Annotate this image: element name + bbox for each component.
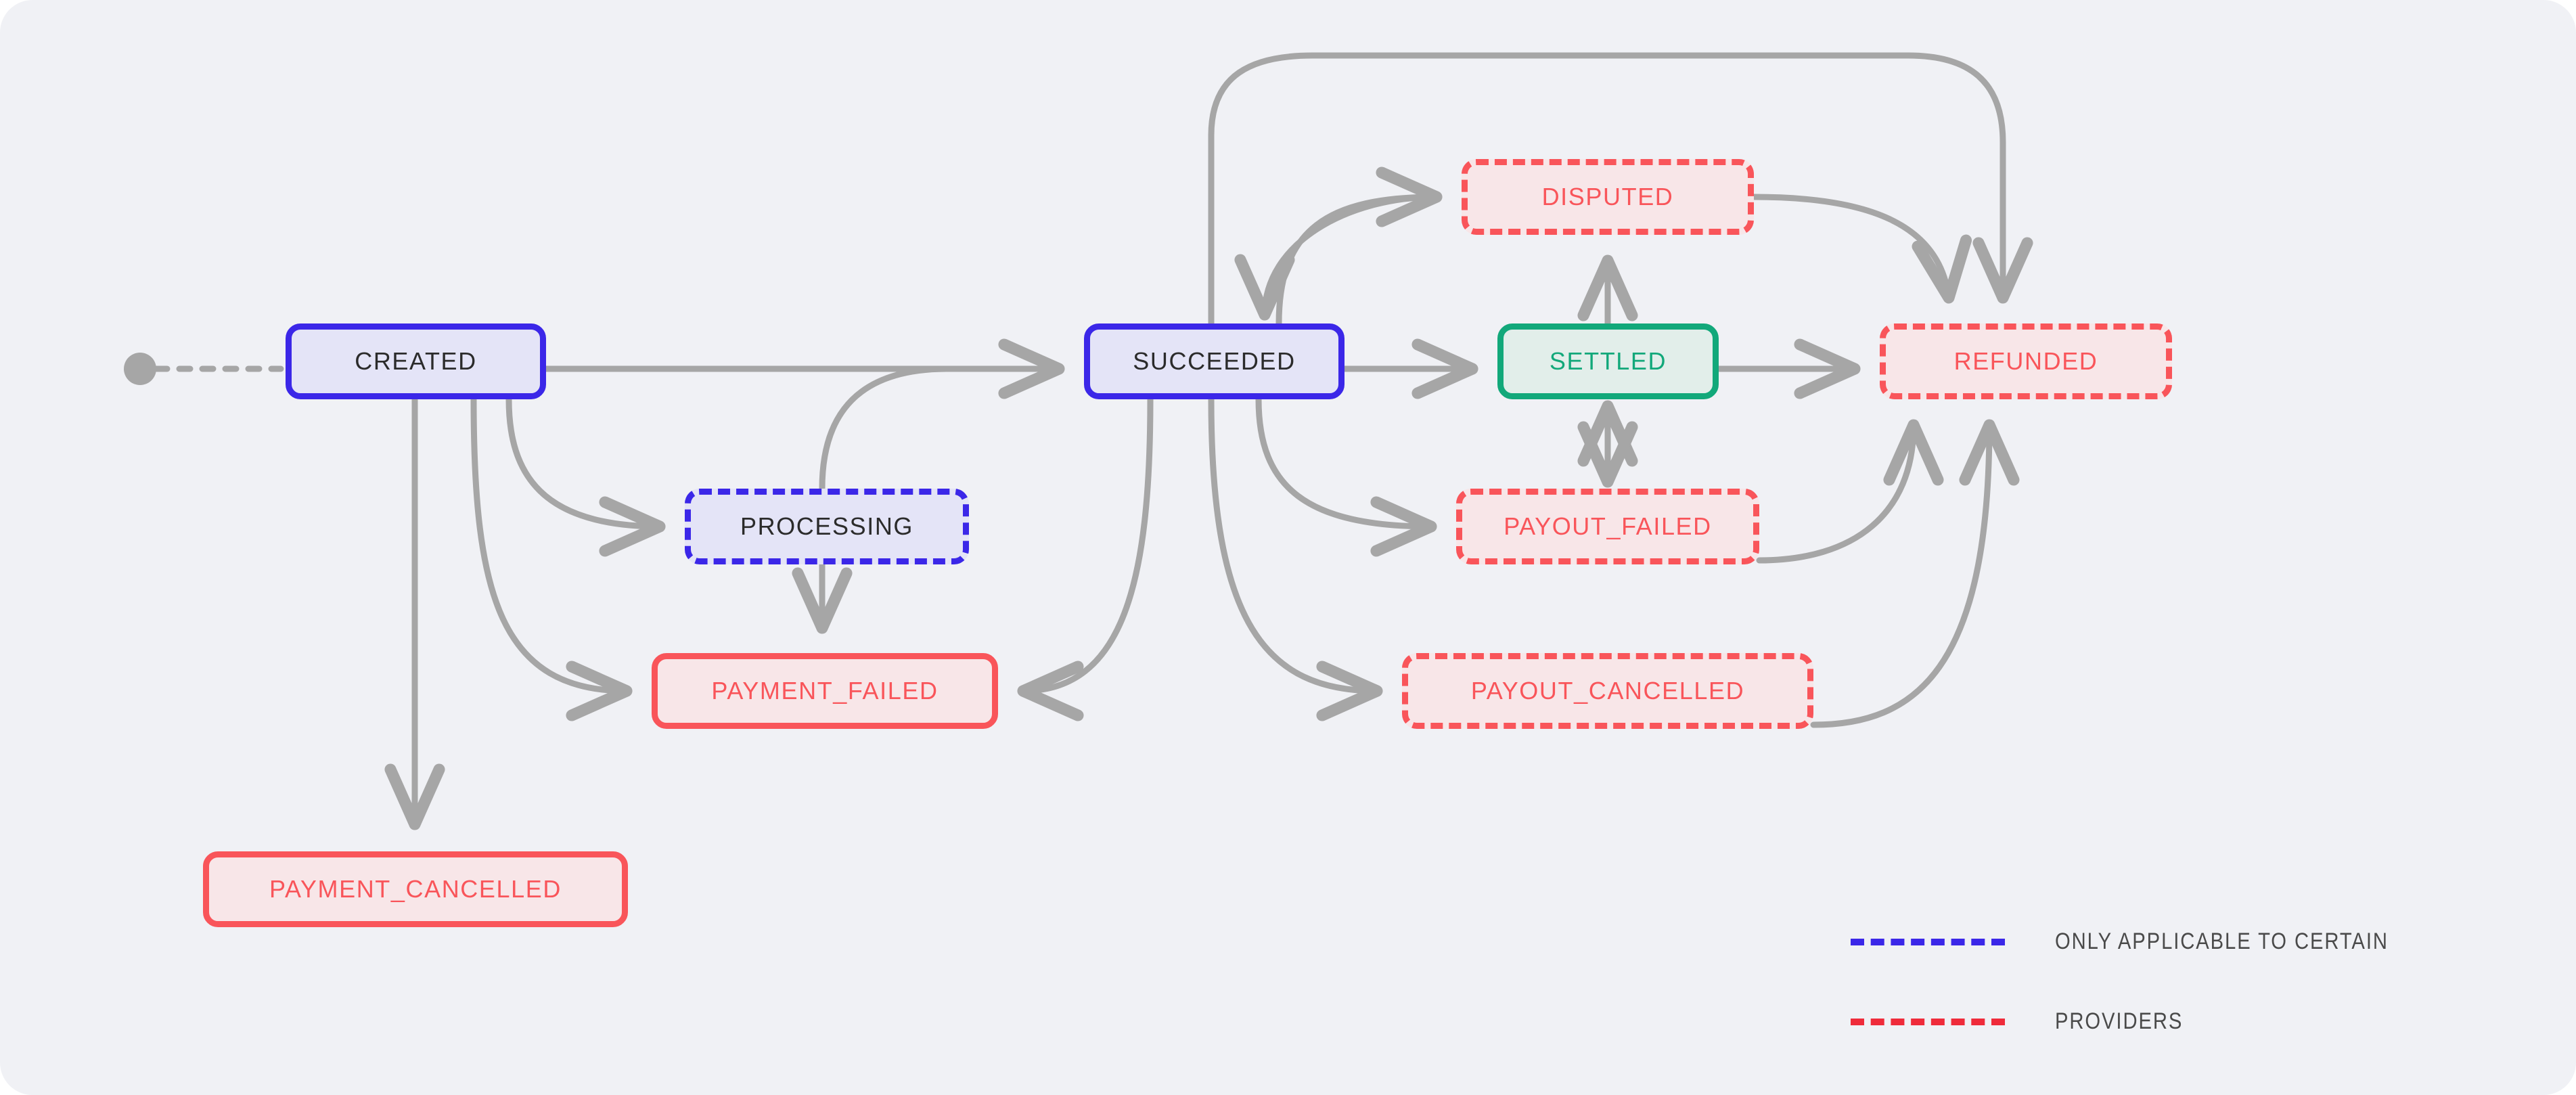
state-node-payment-failed[interactable]: PAYMENT_FAILED <box>652 653 998 729</box>
legend-row-red: PROVIDERS <box>1851 1008 2204 1035</box>
state-node-created[interactable]: CREATED <box>286 323 546 399</box>
state-label-processing: PROCESSING <box>740 512 914 540</box>
state-label-payout-cancelled: PAYOUT_CANCELLED <box>1470 677 1745 705</box>
state-node-succeeded[interactable]: SUCCEEDED <box>1084 323 1345 399</box>
edge-payout-cancelled-to-refunded <box>1810 419 2020 728</box>
edge-disputed-to-refunded <box>1750 194 1972 304</box>
state-node-payment-cancelled[interactable]: PAYMENT_CANCELLED <box>203 851 628 927</box>
edge-succeeded-to-payout-failed <box>1255 396 1437 557</box>
state-label-payout-failed: PAYOUT_FAILED <box>1504 512 1712 540</box>
legend-label-red: PROVIDERS <box>2055 1008 2184 1034</box>
state-node-refunded[interactable]: REFUNDED <box>1880 323 2172 399</box>
legend-dashed-blue-line-icon <box>1851 938 2005 945</box>
state-label-succeeded: SUCCEEDED <box>1133 347 1296 375</box>
legend-label-blue: ONLY APPLICABLE TO CERTAIN <box>2055 929 2389 954</box>
edge-succeeded-to-disputed <box>1275 166 1443 327</box>
edge-succeeded-to-payment-failed <box>1017 396 1154 721</box>
edge-created-to-processing <box>505 396 666 557</box>
state-label-payment-cancelled: PAYMENT_CANCELLED <box>269 875 562 903</box>
state-label-disputed: DISPUTED <box>1541 183 1674 210</box>
edge-into-succeeded-top <box>1234 194 1440 321</box>
start-state-dot <box>124 353 156 385</box>
state-node-disputed[interactable]: DISPUTED <box>1462 159 1754 235</box>
legend-dashed-red-line-icon <box>1851 1018 2005 1025</box>
state-label-refunded: REFUNDED <box>1953 347 2098 375</box>
state-node-settled[interactable]: SETTLED <box>1497 323 1719 399</box>
edge-succeeded-to-refunded-outer-loop <box>1208 52 2033 327</box>
state-node-payout-failed[interactable]: PAYOUT_FAILED <box>1456 489 1759 564</box>
edge-payout-failed-to-refunded <box>1756 419 1944 564</box>
state-node-payout-cancelled[interactable]: PAYOUT_CANCELLED <box>1402 653 1813 729</box>
state-node-processing[interactable]: PROCESSING <box>685 489 969 564</box>
edge-succeeded-to-payout-cancelled <box>1208 396 1383 721</box>
edge-processing-to-succeeded <box>819 365 951 492</box>
edge-created-to-payment-failed <box>470 396 633 721</box>
state-label-settled: SETTLED <box>1549 347 1667 375</box>
state-label-payment-failed: PAYMENT_FAILED <box>711 677 939 705</box>
state-label-created: CREATED <box>355 347 477 375</box>
legend-row-blue: ONLY APPLICABLE TO CERTAIN <box>1851 929 2443 955</box>
